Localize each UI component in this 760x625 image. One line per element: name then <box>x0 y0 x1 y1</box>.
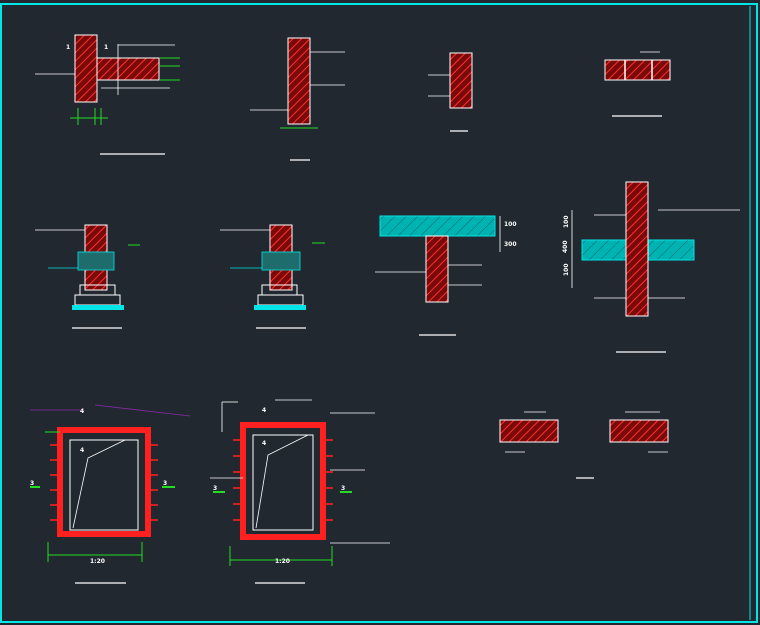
detail-lintel <box>604 51 671 117</box>
section-label-1b: 1 <box>104 44 108 51</box>
section-label-1a: 1 <box>66 44 70 51</box>
dim-slab-mid: 300 <box>504 241 517 248</box>
section-label-4b: 4 <box>80 447 84 454</box>
detail-wall-through-slab: 100 400 100 <box>562 181 740 353</box>
section-label-3a: 3 <box>30 480 34 487</box>
dim-slab-top: 100 <box>504 221 517 228</box>
section-label-3c: 3 <box>213 485 217 492</box>
detail-foundation-b <box>220 224 325 329</box>
section-label-3b: 3 <box>163 480 167 487</box>
detail-foundation-a <box>35 224 140 329</box>
detail-wall-end-pair <box>499 411 669 479</box>
detail-opening-plan-a: 3 3 4 4 1:20 <box>30 404 191 584</box>
section-label-4c: 4 <box>262 407 266 414</box>
section-label-4d: 4 <box>262 440 266 447</box>
detail-t-junction: 1 1 <box>35 34 180 155</box>
dim-upper: 100 <box>563 215 570 228</box>
sheet-frame <box>0 3 758 623</box>
plan-b-caption: 1:20 <box>275 558 290 565</box>
section-label-4a: 4 <box>80 408 84 415</box>
detail-opening-plan-b: 3 3 4 4 1:20 <box>210 399 390 584</box>
dim-lower: 100 <box>563 263 570 276</box>
detail-wall-slab <box>250 37 345 161</box>
detail-wall-end <box>428 52 473 132</box>
detail-slab-wall: 100 300 <box>375 215 517 336</box>
plan-a-caption: 1:20 <box>90 558 105 565</box>
section-label-3d: 3 <box>341 485 345 492</box>
dim-center: 400 <box>562 240 569 253</box>
